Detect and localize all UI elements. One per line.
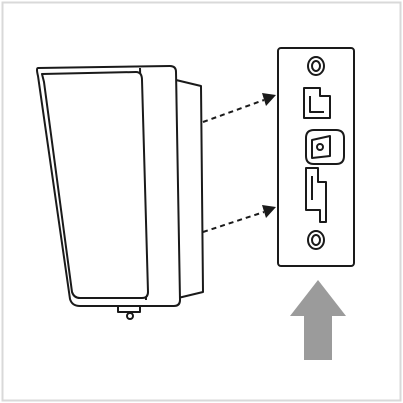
housing-screw <box>126 312 134 320</box>
mounting-bracket <box>277 47 355 267</box>
dashed-arrow-top-line <box>202 99 265 123</box>
bracket-upper-hook-detail <box>309 96 324 113</box>
bracket-latch-tongue <box>311 135 331 159</box>
push-up-arrow-icon <box>290 280 346 360</box>
dashed-arrow-bottom-line <box>202 211 265 233</box>
housing-front-face <box>41 71 149 299</box>
dashed-arrow-top-head <box>262 93 276 106</box>
bracket-bottom-slot-inner <box>311 234 321 246</box>
dashed-arrow-bottom-head <box>262 205 276 218</box>
bracket-latch-pin <box>316 143 324 151</box>
device-housing <box>36 65 204 320</box>
bracket-top-slot-inner <box>311 60 321 72</box>
housing-bottom-tab <box>117 306 141 313</box>
insert-arrow-icon <box>202 93 276 233</box>
